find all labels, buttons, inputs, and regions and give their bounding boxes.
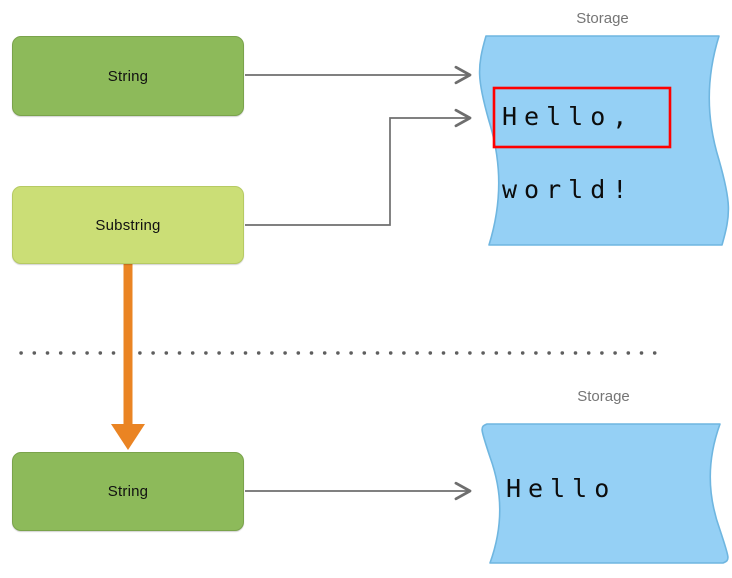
node-string-bottom-label: String (107, 483, 149, 500)
transform-arrow-substring-to-string (111, 263, 145, 450)
highlight-rectangle (492, 86, 672, 149)
node-string-bottom[interactable]: String (12, 452, 244, 531)
node-string-top-label: String (107, 67, 149, 85)
storage-text-top-line-1: Hello, (502, 102, 635, 131)
storage-label-bottom: Storage (577, 388, 630, 405)
storage-text-bottom-line-1: Hello (506, 474, 617, 503)
connector-substring-to-storage (245, 108, 472, 226)
storage-shape-top (478, 35, 730, 246)
node-string-top[interactable]: String (12, 36, 244, 116)
node-substring-label: Substring (95, 216, 161, 234)
storage-shape-bottom (481, 423, 729, 564)
storage-text-top-line-2: world! (502, 175, 635, 204)
node-substring[interactable]: Substring (12, 186, 244, 264)
storage-label-top: Storage (576, 10, 629, 27)
